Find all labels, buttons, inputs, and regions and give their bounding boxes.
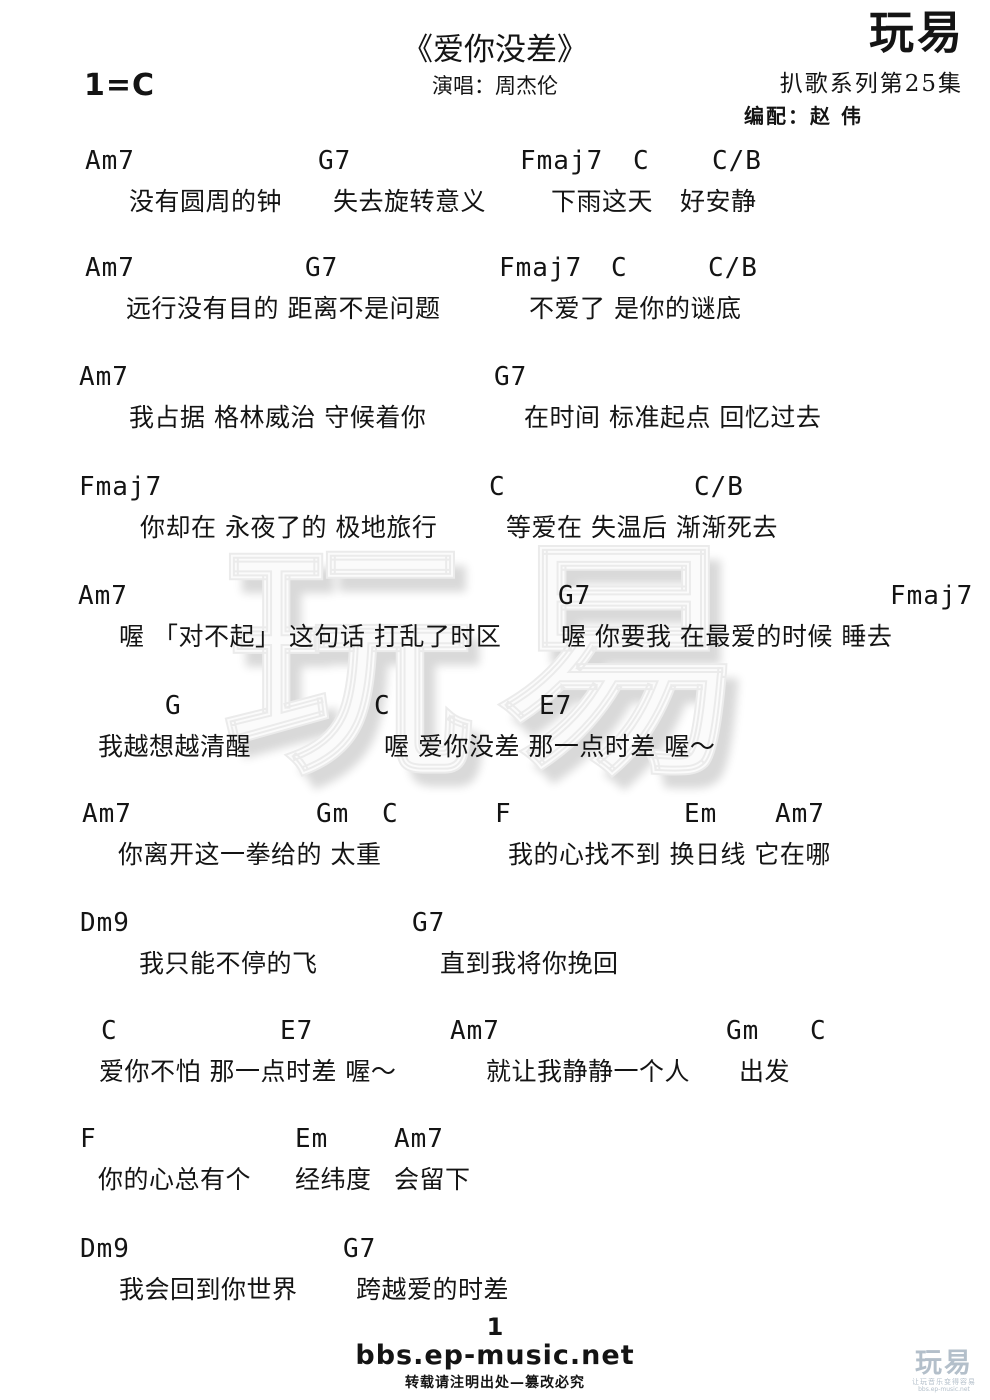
chord-symbol: Am7: [394, 1124, 444, 1154]
chord-symbol: Dm9: [80, 908, 130, 938]
chord-symbol: Am7: [79, 362, 129, 392]
chord-symbol: Am7: [450, 1016, 500, 1046]
lyric-segment: 你的心总有个: [98, 1165, 252, 1194]
lyric-segment: 我的心找不到 换日线 它在哪: [508, 840, 831, 869]
chord-symbol: Fmaj7: [890, 581, 974, 611]
lyric-segment: 失去旋转意义: [333, 187, 487, 216]
chord-symbol: Fmaj7: [520, 146, 604, 176]
chord-symbol: C: [810, 1016, 827, 1046]
chord-symbol: C/B: [708, 253, 758, 283]
chord-symbol: E7: [280, 1016, 314, 1046]
sheet-line: Am7 G7 Fmaj7 C C/B 远行没有目的 距离不是问题 不爱了 是你的谜底: [0, 253, 990, 331]
sheet-line: Am7 G7 Fmaj7 喔 「对不起」 这句话 打乱了时区 喔 你要我 在最爱的时候 …: [0, 581, 990, 659]
lyric-segment: 没有圆周的钟: [129, 187, 283, 216]
song-title: 《爱你没差》: [402, 32, 588, 68]
chord-symbol: F: [80, 1124, 97, 1154]
chord-symbol: E7: [539, 691, 573, 721]
brand-logo: 玩易: [868, 6, 965, 59]
sheet-line: Dm9 G7 我会回到你世界 跨越爱的时差: [0, 1234, 990, 1312]
series-line: 扒歌系列第25集: [779, 71, 963, 97]
artist-line: 演唱：周杰伦: [432, 74, 558, 98]
chord-symbol: Gm: [726, 1016, 760, 1046]
lyric-segment: 我会回到你世界: [119, 1275, 298, 1304]
chord-symbol: C: [633, 146, 650, 176]
lyric-segment: 我只能不停的飞: [139, 949, 318, 978]
sheet-line: Fmaj7 C C/B 你却在 永夜了的 极地旅行 等爱在 失温后 渐渐死去: [0, 472, 990, 550]
lyric-segment: 就让我静静一个人: [486, 1057, 691, 1086]
chord-symbol: Em: [295, 1124, 329, 1154]
lyric-segment: 喔 爱你没差 那一点时差 喔～: [384, 732, 716, 761]
chord-symbol: Dm9: [80, 1234, 130, 1264]
key-signature: 1=C: [84, 68, 156, 103]
corner-brand-url: bbs.ep-music.net: [918, 1386, 970, 1393]
chord-symbol: Fmaj7: [499, 253, 583, 283]
arranger-line: 编配：赵 伟: [744, 104, 863, 128]
chord-symbol: G7: [305, 253, 339, 283]
lyric-segment: 下雨这天: [551, 187, 654, 216]
lyric-segment: 经纬度: [295, 1165, 372, 1194]
site-url: bbs.ep-music.net: [355, 1340, 635, 1371]
lyric-segment: 好安静: [680, 187, 757, 216]
lyric-segment: 直到我将你挽回: [440, 949, 619, 978]
chord-symbol: C: [101, 1016, 118, 1046]
chord-symbol: Am7: [82, 799, 132, 829]
chord-symbol: Am7: [78, 581, 128, 611]
chord-symbol: G7: [343, 1234, 377, 1264]
chord-symbol: G: [165, 691, 182, 721]
chord-symbol: Am7: [85, 146, 135, 176]
sheet-line: Dm9 G7 我只能不停的飞 直到我将你挽回: [0, 908, 990, 986]
chord-symbol: F: [495, 799, 512, 829]
sheet-line: F Em Am7 你的心总有个 经纬度会留下: [0, 1124, 990, 1202]
chord-symbol: C: [382, 799, 399, 829]
sheet-line: Am7 Gm C F Em Am7 你离开这一拳给的 太重 我的心找不到 换日线 它在哪: [0, 799, 990, 877]
lyric-segment: 我占据 格林威治 守候着你: [129, 403, 427, 432]
sheet-line: G C E7 我越想越清醒 喔 爱你没差 那一点时差 喔～: [0, 691, 990, 769]
corner-brand-logo: 玩易: [915, 1348, 973, 1379]
chord-symbol: C/B: [694, 472, 744, 502]
chord-symbol: C: [611, 253, 628, 283]
chord-symbol: Em: [684, 799, 718, 829]
chord-symbol: G7: [558, 581, 592, 611]
lyric-segment: 等爱在 失温后 渐渐死去: [506, 513, 778, 542]
corner-brand-slogan: 让玩音乐变得容易: [912, 1378, 976, 1386]
lyric-segment: 出发: [739, 1057, 791, 1086]
lyric-segment: 你却在 永夜了的 极地旅行: [140, 513, 438, 542]
chord-symbol: Gm: [316, 799, 350, 829]
lyric-segment: 远行没有目的 距离不是问题: [126, 294, 441, 323]
chord-symbol: Fmaj7: [79, 472, 163, 502]
lyric-segment: 喔 你要我 在最爱的时候 睡去: [561, 622, 893, 651]
copyright-notice: 转载请注明出处—篡改必究: [405, 1375, 585, 1391]
chord-symbol: C: [489, 472, 506, 502]
corner-brand-block: 玩易 让玩音乐变得容易 bbs.ep-music.net: [904, 1350, 984, 1393]
chord-symbol: Am7: [85, 253, 135, 283]
sheet-line: Am7 G7 我占据 格林威治 守候着你 在时间 标准起点 回忆过去: [0, 362, 990, 440]
page-number: 1: [486, 1313, 504, 1341]
lyric-segment: 你离开这一拳给的 太重: [118, 840, 382, 869]
lyric-segment: 我越想越清醒: [98, 732, 252, 761]
chord-symbol: G7: [412, 908, 446, 938]
lyric-segment: 喔 「对不起」 这句话 打乱了时区: [119, 622, 502, 651]
lyric-segment: 在时间 标准起点 回忆过去: [524, 403, 822, 432]
chord-symbol: C/B: [712, 146, 762, 176]
lyric-segment: 爱你不怕 那一点时差 喔～: [99, 1057, 397, 1086]
sheet-line: Am7 G7 Fmaj7 C C/B 没有圆周的钟 失去旋转意义 下雨这天好安静: [0, 146, 990, 224]
chord-symbol: G7: [494, 362, 528, 392]
sheet-line: C E7 Am7 Gm C 爱你不怕 那一点时差 喔～ 就让我静静一个人 出发: [0, 1016, 990, 1094]
lyric-segment: 会留下: [394, 1165, 471, 1194]
chord-symbol: C: [374, 691, 391, 721]
lyric-segment: 跨越爱的时差: [356, 1275, 510, 1304]
chord-symbol: G7: [318, 146, 352, 176]
chord-symbol: Am7: [775, 799, 825, 829]
lyric-segment: 不爱了 是你的谜底: [529, 294, 742, 323]
